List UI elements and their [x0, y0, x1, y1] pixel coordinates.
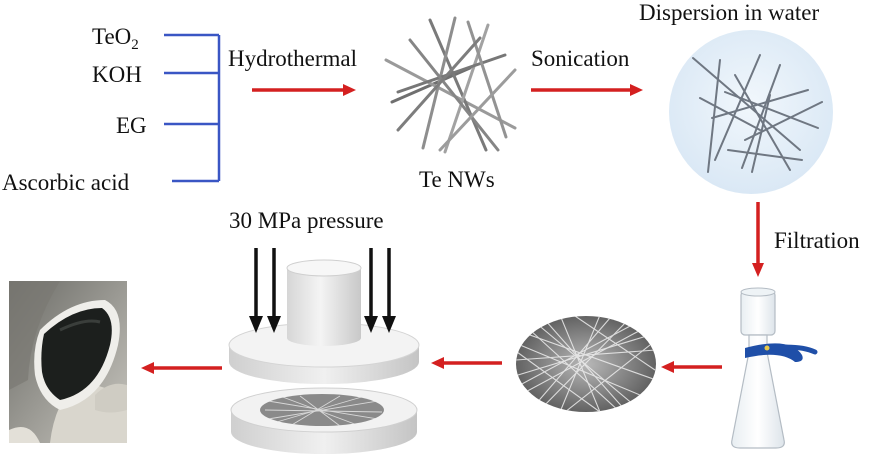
filtration-flask: [731, 287, 818, 449]
pressed-film: [260, 394, 384, 426]
label-pressure: 30 MPa pressure: [229, 208, 384, 233]
reagent-teo2: TeO2: [92, 24, 139, 53]
label-hydrothermal: Hydrothermal: [228, 46, 357, 71]
pressure-arrowheads: [249, 316, 396, 333]
arrow-filtration: [752, 202, 764, 277]
reagent-bracket: [164, 33, 221, 183]
reagent-eg: EG: [116, 113, 147, 138]
nanowire-film-sem: [516, 316, 656, 412]
reagent-koh: KOH: [92, 62, 142, 87]
pressure-arrows: [254, 248, 391, 318]
label-dispersion: Dispersion in water: [639, 0, 819, 25]
arrow-to-photo: [141, 362, 222, 374]
label-te-nws: Te NWs: [419, 167, 495, 192]
hot-press: [228, 259, 420, 454]
flexible-film-photo: [9, 281, 127, 443]
arrow-hydrothermal: [252, 84, 356, 96]
dispersion-circle: [669, 30, 833, 194]
reagent-ascorbic-acid: Ascorbic acid: [2, 170, 130, 195]
arrow-sonication: [531, 84, 643, 96]
arrow-to-press: [431, 357, 502, 369]
label-sonication: Sonication: [531, 46, 630, 71]
label-filtration: Filtration: [774, 228, 860, 253]
arrow-to-film: [661, 361, 722, 373]
te-nanowires-illustration: [384, 16, 517, 154]
